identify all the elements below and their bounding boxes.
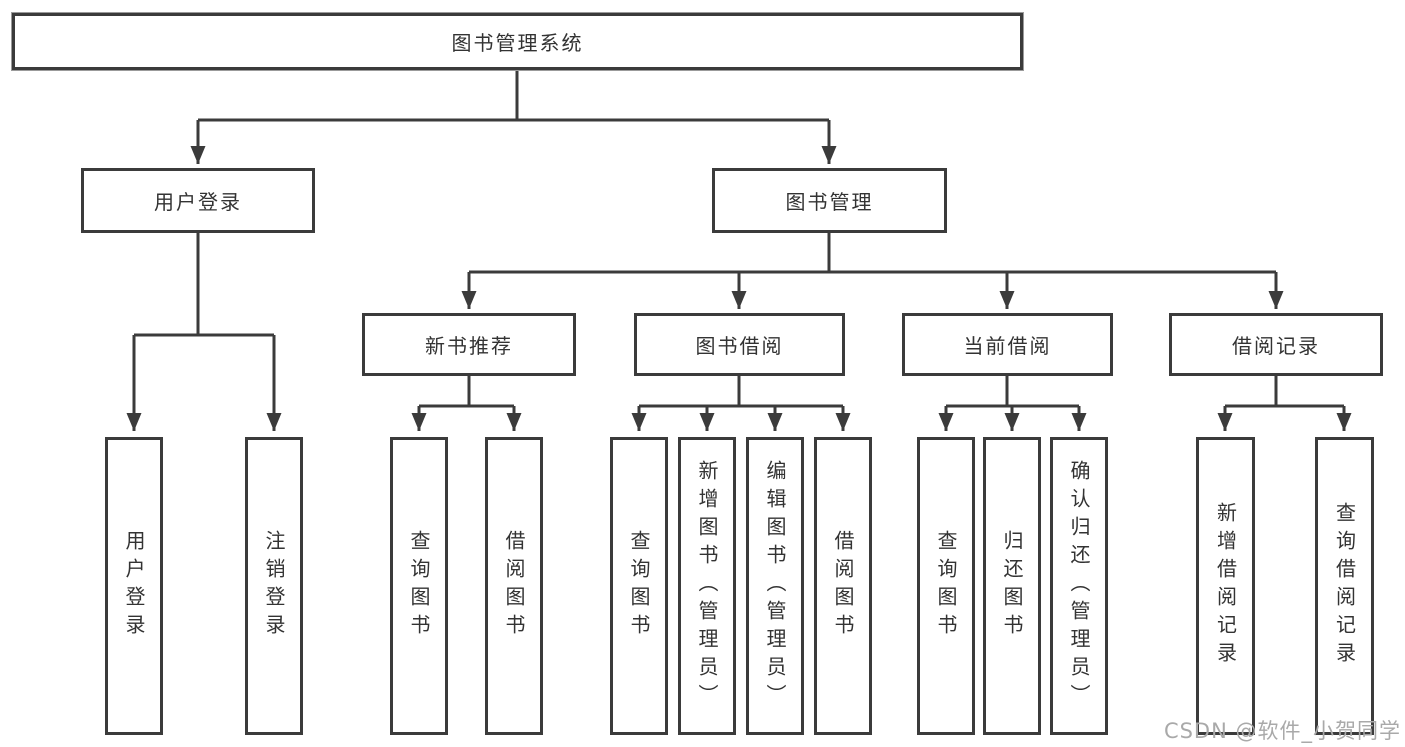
leaf-query-borrow-record: 查询借阅记录 [1315,437,1374,735]
leaf-borrow-books-recommend: 借阅图书 [485,437,543,735]
watermark: CSDN @软件_小贺同学 [1163,719,1401,743]
leaf-query-books-recommend: 查询图书 [390,437,448,735]
node-borrowing-records: 借阅记录 [1169,313,1383,376]
node-book-borrowing: 图书借阅 [634,313,845,376]
node-user-login: 用户登录 [81,168,315,233]
node-root: 图书管理系统 [12,13,1023,70]
leaf-query-books-current: 查询图书 [917,437,975,735]
leaf-edit-books-admin: 编辑图书（管理员） [746,437,804,735]
node-book-management: 图书管理 [712,168,947,233]
leaf-user-login: 用户登录 [105,437,163,735]
leaf-add-books-admin: 新增图书（管理员） [678,437,736,735]
node-new-book-recommend: 新书推荐 [362,313,576,376]
leaf-borrow-books-borrowing: 借阅图书 [814,437,872,735]
leaf-logout: 注销登录 [245,437,303,735]
leaf-return-books: 归还图书 [983,437,1041,735]
leaf-add-borrow-record: 新增借阅记录 [1196,437,1255,735]
node-current-borrowing: 当前借阅 [902,313,1113,376]
leaf-query-books-borrowing: 查询图书 [610,437,668,735]
leaf-confirm-return-admin: 确认归还（管理员） [1050,437,1108,735]
